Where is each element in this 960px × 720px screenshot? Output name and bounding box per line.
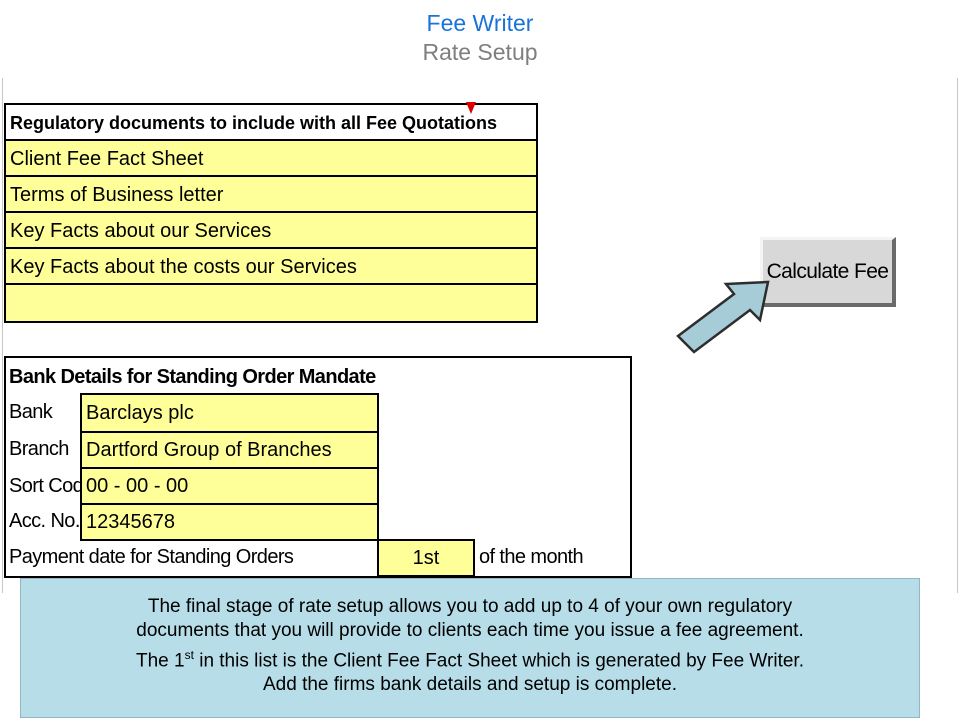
regulatory-item-5[interactable]	[4, 283, 538, 323]
header: Fee Writer Rate Setup	[0, 8, 960, 66]
regulatory-item-2[interactable]: Terms of Business letter	[4, 175, 538, 213]
note-line-4: Add the firms bank details and setup is …	[262, 674, 677, 696]
branch-field[interactable]: Dartford Group of Branches	[80, 431, 379, 469]
payment-date-suffix: of the month	[479, 546, 584, 568]
account-number-field[interactable]: 12345678	[80, 503, 379, 541]
page-title: Fee Writer	[426, 10, 534, 36]
page-subtitle: Rate Setup	[422, 39, 538, 65]
regulatory-item-3[interactable]: Key Facts about our Services	[4, 211, 538, 249]
regulatory-item-4[interactable]: Key Facts about the costs our Services	[4, 247, 538, 285]
regulatory-heading: Regulatory documents to include with all…	[4, 103, 538, 141]
sort-code-field[interactable]: 00 - 00 - 00	[80, 467, 379, 505]
payment-date-field[interactable]: 1st	[377, 539, 475, 577]
bank-heading: Bank Details for Standing Order Mandate	[9, 366, 376, 388]
left-border-line	[2, 78, 3, 593]
bank-label: Bank	[9, 401, 53, 423]
explanation-note: The final stage of rate setup allows you…	[20, 578, 920, 718]
note-line-3-post: in this list is the Client Fee Fact Shee…	[193, 650, 804, 672]
comment-marker	[466, 102, 476, 114]
note-line-3-pre: The 1	[136, 650, 185, 672]
note-line-1: The final stage of rate setup allows you…	[147, 596, 793, 617]
right-border-line	[957, 78, 958, 593]
note-line-3: The 1st in this list is the Client Fee F…	[21, 643, 919, 673]
branch-label: Branch	[9, 438, 69, 460]
pointer-arrow-icon	[676, 280, 770, 354]
bank-name-field[interactable]: Barclays plc	[80, 393, 379, 433]
account-number-label: Acc. No.	[9, 510, 80, 532]
note-line-3-sup: st	[184, 648, 194, 662]
note-line-2: documents that you will provide to clien…	[136, 620, 804, 641]
calculate-fee-button[interactable]: Calculate Fee	[760, 237, 896, 307]
payment-date-label: Payment date for Standing Orders	[9, 546, 294, 568]
regulatory-item-1[interactable]: Client Fee Fact Sheet	[4, 139, 538, 177]
sort-code-label: Sort Code	[9, 475, 94, 497]
